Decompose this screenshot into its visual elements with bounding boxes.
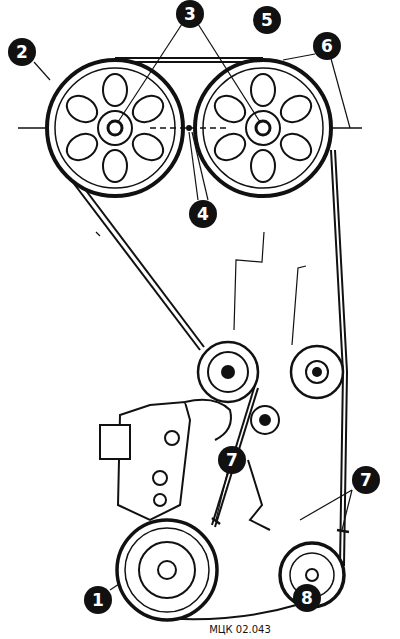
callout-number: 7 [218, 446, 246, 474]
callout-number: 6 [313, 32, 341, 60]
callout-number: 1 [84, 586, 112, 614]
callout-number: 3 [176, 0, 204, 28]
figure-caption: МЦК 02.043 [209, 624, 271, 635]
callout-number: 8 [293, 584, 321, 612]
callout-number: 7 [352, 466, 380, 494]
callout-number: 5 [253, 6, 281, 34]
callout-number: 2 [8, 38, 36, 66]
callout-number: 4 [189, 200, 217, 228]
